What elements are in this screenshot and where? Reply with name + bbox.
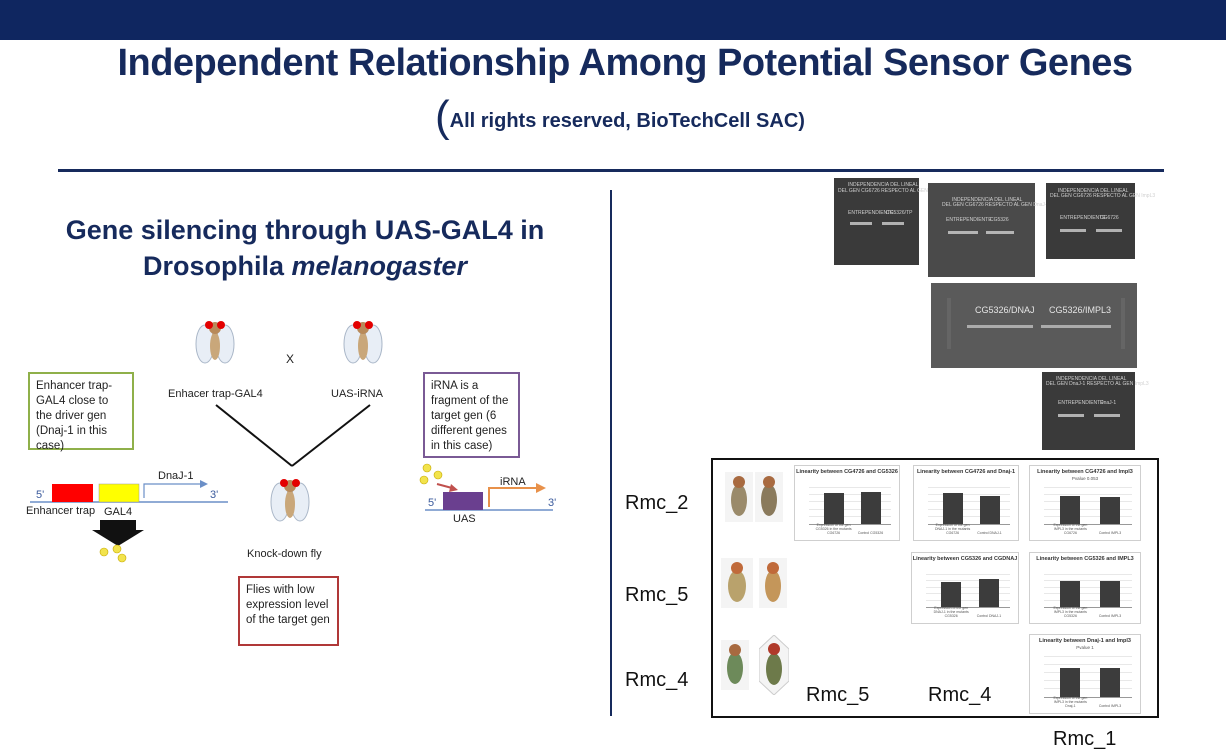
fly-photo — [759, 558, 787, 608]
fly-icon — [270, 479, 310, 522]
chart-bar — [1060, 580, 1081, 607]
cross-symbol: X — [286, 352, 295, 366]
chart-x-label: Control DNAJ-1 — [976, 614, 1002, 618]
gal4-label: GAL4 — [104, 506, 133, 518]
slide-subtitle: (All rights reserved, BioTechCell SAC) — [435, 92, 805, 142]
gel-image-1: INDEPENDENCIA DEL LINEAL DEL GEN CG6726 … — [834, 178, 948, 265]
fly-photo — [759, 635, 789, 695]
callout-knockdown: Flies with low expression level of the t… — [238, 576, 339, 646]
chart-x-label: Expression of the gen CG5326 in the muta… — [815, 523, 852, 535]
panel-label-rmc1: Rmc_1 — [1053, 728, 1117, 750]
chart-title: Linearity between CG4726 and CG5326 — [796, 469, 898, 475]
three-prime-left: 3' — [210, 489, 219, 501]
subtitle-paren: ( — [435, 92, 450, 141]
gel-image-2: INDEPENDENCIA DEL LINEAL DEL GEN CG6726 … — [928, 183, 1049, 277]
five-prime-right: 5' — [428, 497, 437, 509]
chart-bar — [979, 495, 1000, 524]
chart-bar — [979, 578, 999, 607]
chart-title: Linearity between CG4726 and ImpI3 — [1037, 469, 1133, 475]
chart-subtitle: Pvalue 0.053 — [1071, 476, 1099, 481]
chart-bar — [942, 493, 963, 524]
chart-x-label: Control IMPL3 — [1098, 704, 1122, 708]
fly-icon — [343, 321, 383, 364]
row-label-rmc4: Rmc_4 — [625, 669, 689, 691]
row-label-rmc5: Rmc_5 — [625, 584, 689, 606]
chart-bar — [941, 581, 962, 607]
chart-x-label: Expression of the gen IMPL3 in the mutan… — [1053, 696, 1088, 708]
chart-cg5326-cgdnaj: Linearity between CG5326 and CGDNAJ Expre… — [911, 552, 1019, 624]
three-prime-right: 3' — [548, 497, 557, 509]
heading-species: melanogaster — [291, 251, 468, 281]
top-banner — [0, 0, 1226, 40]
callout-irna: iRNA is a fragment of the target gen (6 … — [423, 372, 520, 458]
chart-x-label: Expression of the gen DNAJ-1 in the muta… — [933, 606, 969, 618]
chart-title: Linearity between CG5326 and CGDNAJ — [912, 556, 1018, 562]
chart-x-label: Expression of the gen IMPL3 in the mutan… — [1053, 606, 1088, 618]
heading-line-1: Gene silencing through UAS-GAL4 in — [65, 215, 545, 245]
irna-label: iRNA — [500, 476, 526, 488]
dnaj-label: DnaJ-1 — [158, 470, 194, 482]
uas-label: UAS — [453, 513, 476, 525]
chart-x-label: Control IMPL3 — [1098, 531, 1122, 535]
chart-bar — [1100, 580, 1120, 607]
fly-photo — [721, 558, 753, 608]
chart-bar — [1100, 497, 1120, 524]
subtitle-text: All rights reserved, BioTechCell SAC) — [449, 110, 805, 132]
chart-bar — [823, 493, 844, 524]
section-heading: Gene silencing through UAS-GAL4 in Droso… — [40, 212, 570, 284]
chart-x-label: Control IMPL3 — [1098, 614, 1122, 618]
chart-title: Linearity between Dnaj-1 and ImpI3 — [1039, 638, 1131, 644]
chart-subtitle: Pvalue 1 — [1076, 645, 1094, 650]
gel-image-4: CG5326/DNAJ CG5326/IMPL3 — [931, 283, 1137, 368]
five-prime-left: 5' — [36, 489, 45, 501]
heading-line-2: Drosophila melanogaster — [40, 248, 570, 284]
fly-photo — [721, 640, 749, 690]
chart-x-label: Control CG5326 — [857, 531, 884, 535]
enhancer-trap-label: Enhancer trap — [26, 505, 96, 517]
heading-genus: Drosophila — [142, 251, 292, 281]
chart-x-label: Expression of the gen DNAJ-1 in the muta… — [934, 523, 971, 535]
chart-bar — [1060, 495, 1081, 524]
slide-title: Independent Relationship Among Potential… — [117, 42, 1133, 84]
fly-photo — [755, 472, 783, 522]
row-label-rmc2: Rmc_2 — [625, 492, 689, 514]
chart-title: Linearity between CG4726 and Dnaj-1 — [916, 469, 1016, 475]
fly-label-gal4: Enhacer trap-GAL4 — [168, 388, 263, 400]
fly-label-uas: UAS-iRNA — [331, 388, 383, 400]
panel-label-rmc4: Rmc_4 — [928, 684, 992, 706]
chart-x-label: Expression of the gen IMPL3 in the mutan… — [1053, 523, 1088, 535]
fly-label-knockdown: Knock-down fly — [247, 548, 322, 560]
title-divider — [58, 169, 1164, 172]
chart-x-label: Control DNAJ-1 — [977, 531, 1002, 535]
gel-image-5: INDEPENDENCIA DEL LINEAL DEL GEN DnaJ-1 … — [1042, 372, 1149, 450]
gel-image-3: INDEPENDENCIA DEL LINEAL DEL GEN CG6726 … — [1046, 183, 1155, 259]
column-divider — [610, 190, 612, 716]
chart-bar — [1060, 668, 1081, 697]
chart-bar — [1100, 668, 1120, 697]
chart-bar — [860, 492, 881, 524]
fly-photo — [725, 472, 753, 522]
fly-icon — [195, 321, 235, 364]
callout-enhancer: Enhancer trap-GAL4 close to the driver g… — [28, 372, 134, 452]
chart-title: Linearity between CG5326 and IMPL3 — [1036, 556, 1134, 562]
panel-label-rmc5: Rmc_5 — [806, 684, 870, 706]
